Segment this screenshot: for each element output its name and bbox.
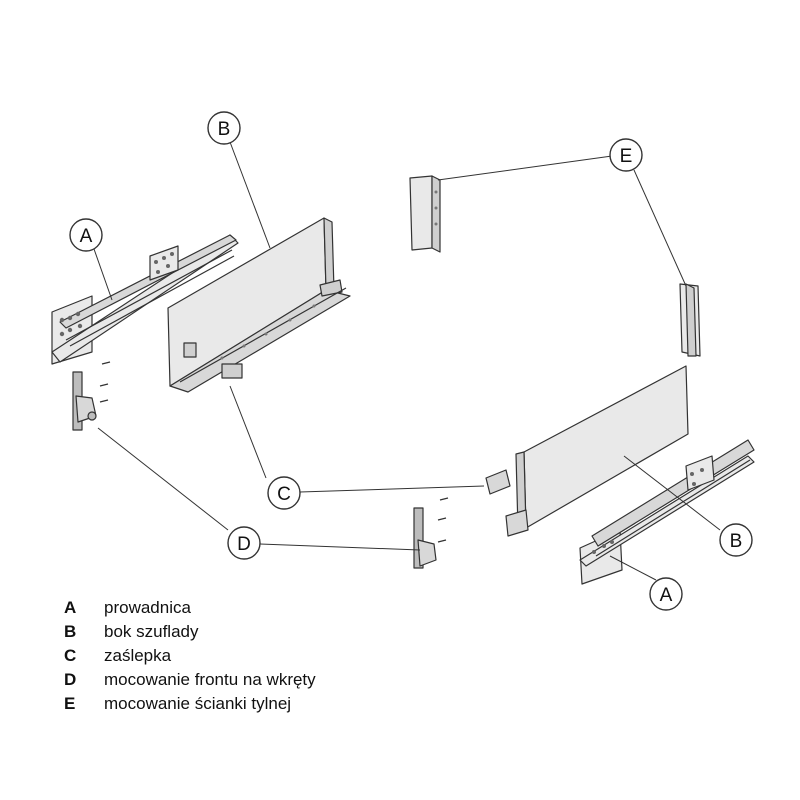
legend-key: B [64, 622, 77, 641]
legend-text: prowadnica [104, 598, 191, 617]
legend-row-e: E mocowanie ścianki tylnej [64, 692, 316, 716]
right-drawer-side [505, 365, 689, 537]
callout-d: D [227, 526, 261, 560]
legend: A prowadnica B bok szuflady C zaślepka D… [64, 596, 316, 716]
legend-row-d: D mocowanie frontu na wkręty [64, 668, 316, 692]
legend-row-c: C zaślepka [64, 644, 316, 668]
rear-wall-fixing-left [409, 175, 441, 253]
legend-row-a: A prowadnica [64, 596, 316, 620]
legend-text: zaślepka [104, 646, 172, 665]
svg-text:B: B [730, 531, 743, 552]
right-front-fixing [413, 497, 449, 569]
left-runner [51, 234, 239, 365]
svg-text:B: B [218, 119, 231, 140]
legend-key: D [64, 670, 77, 689]
svg-text:E: E [620, 146, 633, 167]
callout-e: E [609, 138, 643, 172]
svg-text:A: A [660, 585, 673, 606]
legend-text: mocowanie frontu na wkręty [104, 670, 316, 689]
svg-text:D: D [237, 534, 251, 555]
right-runner [579, 439, 755, 585]
leader-lines [93, 141, 721, 581]
svg-text:C: C [277, 484, 291, 505]
legend-key: E [64, 694, 76, 713]
callout-a-left: A [69, 218, 103, 252]
left-front-fixing [72, 361, 111, 431]
left-drawer-side [167, 217, 351, 393]
callout-b-left: B [207, 111, 241, 145]
legend-row-b: B bok szuflady [64, 620, 316, 644]
rear-wall-fixing-right [679, 283, 701, 357]
legend-key: C [64, 646, 77, 665]
callout-b-right: B [719, 523, 753, 557]
legend-text: bok szuflady [104, 622, 199, 641]
legend-text: mocowanie ścianki tylnej [104, 694, 292, 713]
legend-key: A [64, 598, 77, 617]
callout-a-right: A [649, 577, 683, 611]
cap-piece [485, 469, 511, 495]
svg-text:A: A [80, 226, 93, 247]
callout-c: C [267, 476, 301, 510]
